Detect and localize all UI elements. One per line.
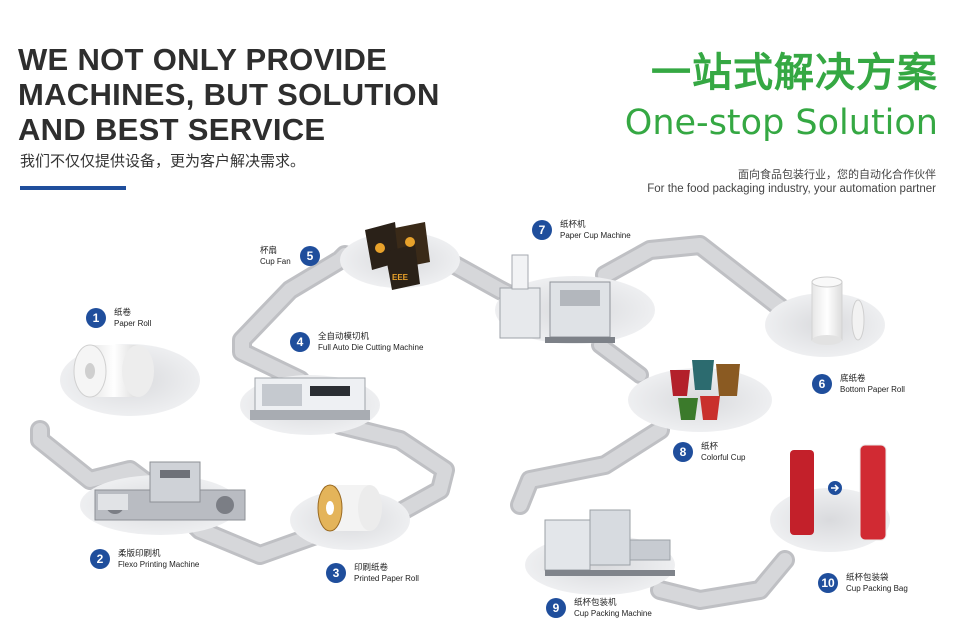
step-label-en: Bottom Paper Roll [840, 385, 905, 394]
step-label-en: Cup Packing Bag [846, 584, 908, 593]
step-label-en: Cup Packing Machine [574, 609, 652, 618]
step-label-cn: 柔版印刷机 [118, 549, 161, 559]
step-label-cn: 全自动模切机 [318, 332, 370, 342]
title-english: One-stop Solution [624, 103, 938, 143]
packing-machine-illustration [544, 509, 675, 576]
step-label-en: Paper Cup Machine [560, 231, 631, 240]
accent-bar [20, 186, 126, 190]
step-number-badge: 2 [90, 549, 110, 569]
step-number-badge: 10 [818, 573, 838, 593]
subtitle-english: For the food packaging industry, your au… [647, 183, 936, 195]
step-number-badge: 7 [532, 220, 552, 240]
colorful-cups-illustration [670, 360, 740, 420]
step-label-en: Full Auto Die Cutting Machine [318, 343, 424, 352]
step-number-badge: 4 [290, 332, 310, 352]
cup-fan-print: EEE [392, 273, 409, 282]
flexo-printer-illustration [94, 461, 246, 521]
step-number-badge: 8 [673, 442, 693, 462]
step-label-cn: 底纸卷 [840, 374, 866, 384]
cup-fan-illustration: EEE [365, 222, 430, 290]
step-label-cn: 纸杯包装机 [574, 598, 617, 608]
step-label-cn: 印刷纸卷 [354, 563, 389, 573]
step-label-cn: 纸卷 [114, 308, 132, 318]
subtitle-chinese: 面向食品包装行业，您的自动化合作伙伴 [738, 168, 936, 181]
printed-roll-illustration [317, 484, 382, 532]
step-label-cn: 纸杯 [701, 442, 719, 452]
step-label-en: Paper Roll [114, 319, 152, 328]
step-label-en: Cup Fan [260, 257, 291, 266]
arrow-right-icon [831, 484, 840, 492]
step-label-cn: 纸杯机 [560, 220, 586, 230]
step-number-badge: 3 [326, 563, 346, 583]
step-label-en: Flexo Printing Machine [118, 560, 200, 569]
title-chinese: 一站式解决方案 [651, 50, 938, 96]
bottom-roll-illustration [811, 276, 865, 345]
step-number-badge: 6 [812, 374, 832, 394]
headline-line-3: AND BEST SERVICE [18, 112, 326, 147]
headline-chinese: 我们不仅仅提供设备，更为客户解决需求。 [20, 152, 306, 170]
step-label-en: Colorful Cup [701, 453, 746, 462]
headline-line-1: WE NOT ONLY PROVIDE [18, 42, 388, 77]
headline: WE NOT ONLY PROVIDE MACHINES, BUT SOLUTI… [18, 42, 440, 147]
step-number-badge: 9 [546, 598, 566, 618]
step-number-badge: 1 [86, 308, 106, 328]
step-label-cn: 纸杯包装袋 [846, 573, 889, 583]
step-number-badge: 5 [300, 246, 320, 266]
step-label-en: Printed Paper Roll [354, 574, 419, 583]
headline-line-2: MACHINES, BUT SOLUTION [18, 77, 440, 112]
cup-machine-illustration [499, 254, 615, 343]
packing-bag-illustration [790, 444, 887, 541]
step-label-cn: 杯扇 [260, 246, 278, 256]
paper-roll-illustration [73, 344, 154, 398]
die-cutter-illustration [250, 377, 370, 420]
